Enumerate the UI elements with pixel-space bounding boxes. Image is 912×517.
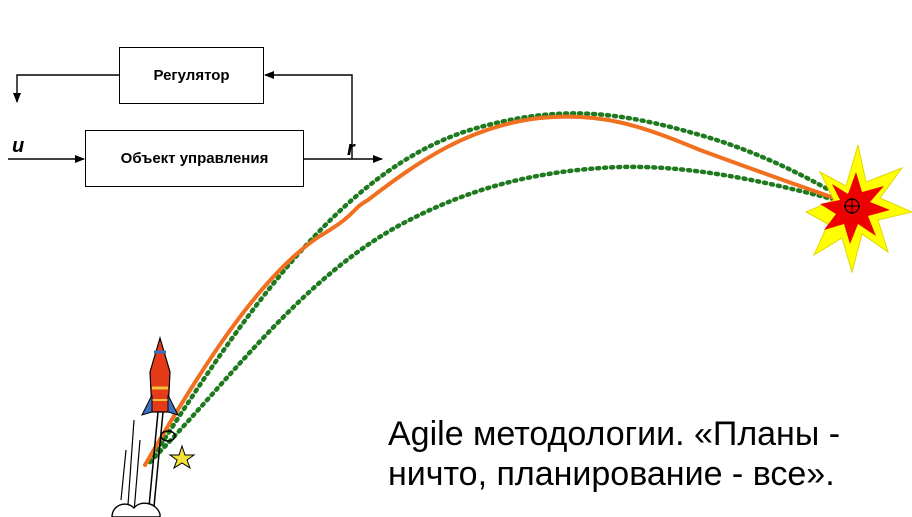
planned-upper-bound (147, 111, 858, 465)
caption-line-2: ничто, планирование - все». (388, 455, 835, 493)
planned-lower-bound (147, 164, 858, 465)
explosion-icon (804, 144, 912, 274)
rocket-icon (111, 335, 196, 517)
feedback-arrow (264, 71, 353, 159)
output-signal-label: r (347, 138, 355, 160)
plant-label: Объект управления (120, 150, 269, 167)
planned-corridor (147, 111, 858, 465)
control-arrow (13, 74, 119, 103)
caption-text: Agile методологии. «Планы - ничто, плани… (388, 414, 908, 494)
feedback-loop-lines (8, 71, 383, 163)
plant-block: Объект управления (85, 130, 304, 187)
regulator-label: Регулятор (153, 67, 230, 84)
regulator-block: Регулятор (119, 47, 264, 104)
input-signal-label: u (12, 135, 25, 157)
actual-trajectory (143, 114, 854, 467)
caption-line-1: Agile методологии. «Планы - (388, 415, 841, 453)
